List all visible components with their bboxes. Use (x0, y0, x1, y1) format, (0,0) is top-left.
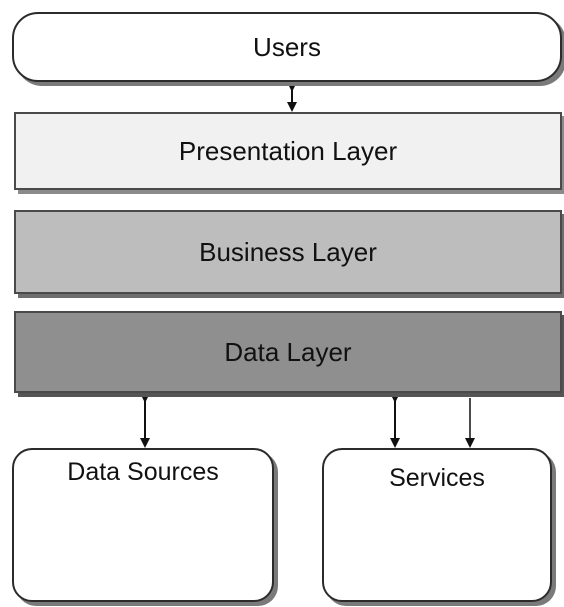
users-label: Users (253, 32, 321, 62)
data-layer: Data Layer (14, 311, 562, 393)
presentation-layer-label: Presentation Layer (178, 136, 398, 166)
services-node: Services (322, 448, 552, 602)
data-sources-label: Data Sources (67, 458, 219, 486)
business-layer-label: Business Layer (199, 237, 377, 267)
data-sources-node: Data Sources (12, 448, 274, 602)
users-node: Users (12, 12, 562, 82)
business-layer: Business Layer (14, 210, 562, 294)
presentation-layer: Presentation Layer (14, 112, 562, 190)
data-layer-label: Data Layer (224, 337, 352, 367)
services-label: Services (389, 464, 485, 492)
